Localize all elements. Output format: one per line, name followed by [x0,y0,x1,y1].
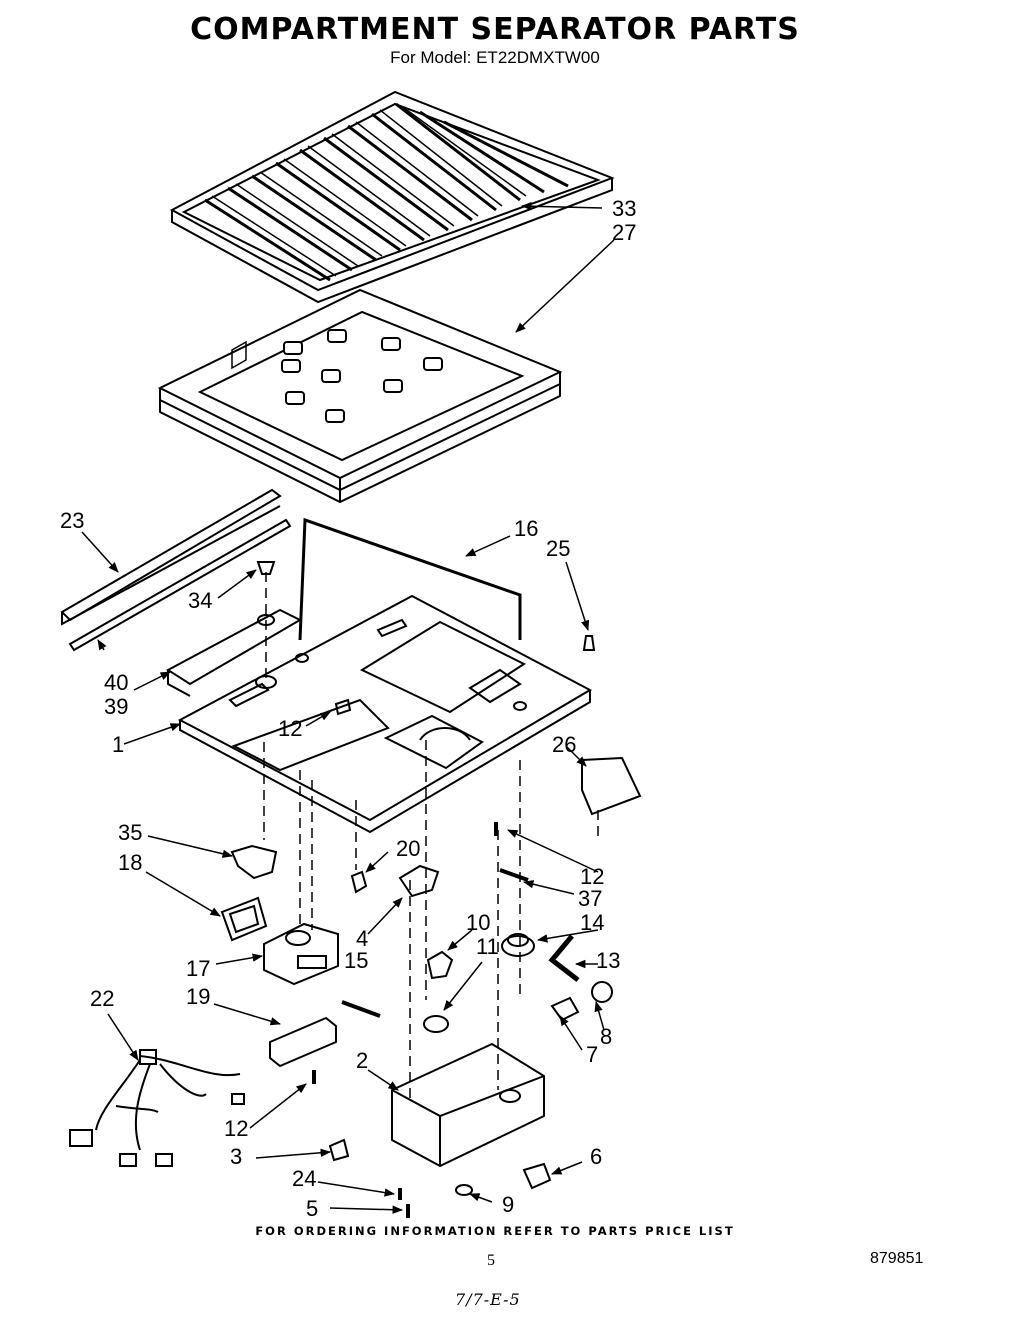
bulb-part-8 [591,981,613,1003]
model-subtitle: For Model: ET22DMXTW00 [390,48,600,67]
callout-leaders [81,202,615,1214]
callout-2: 2 [356,1048,368,1073]
part-4 [398,864,440,898]
callout-39: 39 [104,694,128,719]
alignment-lines [263,572,599,1100]
gasket-part-18 [220,896,268,942]
callout-26: 26 [552,732,576,757]
callout-3: 3 [230,1144,242,1169]
ordering-note: FOR ORDERING INFORMATION REFER TO PARTS … [255,1224,735,1238]
page-number: 5 [487,1252,495,1269]
callout-8: 8 [600,1024,612,1049]
insulation-part-26 [581,756,642,816]
callout-16: 16 [514,516,538,541]
callout-7: 7 [586,1042,598,1067]
part-6 [522,1162,552,1190]
callout-12a: 12 [278,716,302,741]
callout-9: 9 [502,1192,514,1217]
callout-25: 25 [546,536,570,561]
bracket-part-19 [269,1016,337,1068]
callout-35: 35 [118,820,142,845]
callout-12b: 12 [580,864,604,889]
callout-20: 20 [396,836,420,861]
callout-33: 33 [612,196,636,221]
part-35 [230,844,278,880]
callout-34: 34 [188,588,212,613]
callout-17: 17 [186,956,210,981]
part-3 [328,1138,350,1162]
callout-22: 22 [90,986,114,1011]
frame-part-27 [157,288,563,504]
callout-13: 13 [596,948,620,973]
callout-40: 40 [104,670,128,695]
callout-27: 27 [612,220,636,245]
base-plate-part-1 [166,594,593,834]
bracket-part-37 [499,868,529,882]
callout-1: 1 [112,732,124,757]
part-20 [350,870,368,894]
callout-10: 10 [466,910,490,935]
callout-5: 5 [306,1196,318,1221]
callout-37: 37 [578,886,602,911]
callout-11: 11 [476,934,499,959]
callout-6: 6 [590,1144,602,1169]
callout-15: 15 [344,948,368,973]
callout-12c: 12 [224,1116,248,1141]
strip-part-23 [60,488,292,652]
control-housing-part-17 [263,922,339,986]
grille-part-33 [169,90,615,304]
part-9 [455,1184,473,1196]
part-11 [423,1015,449,1033]
socket-part-7 [550,996,580,1022]
callout-18: 18 [118,850,142,875]
part-10 [426,950,454,980]
callout-4: 4 [356,926,368,951]
callout-14: 14 [580,910,604,935]
document-number: 879851 [870,1250,924,1267]
wiring-harness-part-22 [69,1049,245,1167]
callout-19: 19 [186,984,210,1009]
handwritten-note: 7/7-E-5 [455,1290,521,1309]
callout-24: 24 [292,1166,316,1191]
part-15 [341,1000,381,1018]
fan-part-14 [501,933,535,957]
callout-23: 23 [60,508,84,533]
page-title: COMPARTMENT SEPARATOR PARTS [190,12,800,47]
tube-part-13 [548,934,580,982]
housing-part-2 [391,1042,545,1168]
heater-wire-part-16 [298,517,522,641]
small-fasteners [256,561,596,716]
